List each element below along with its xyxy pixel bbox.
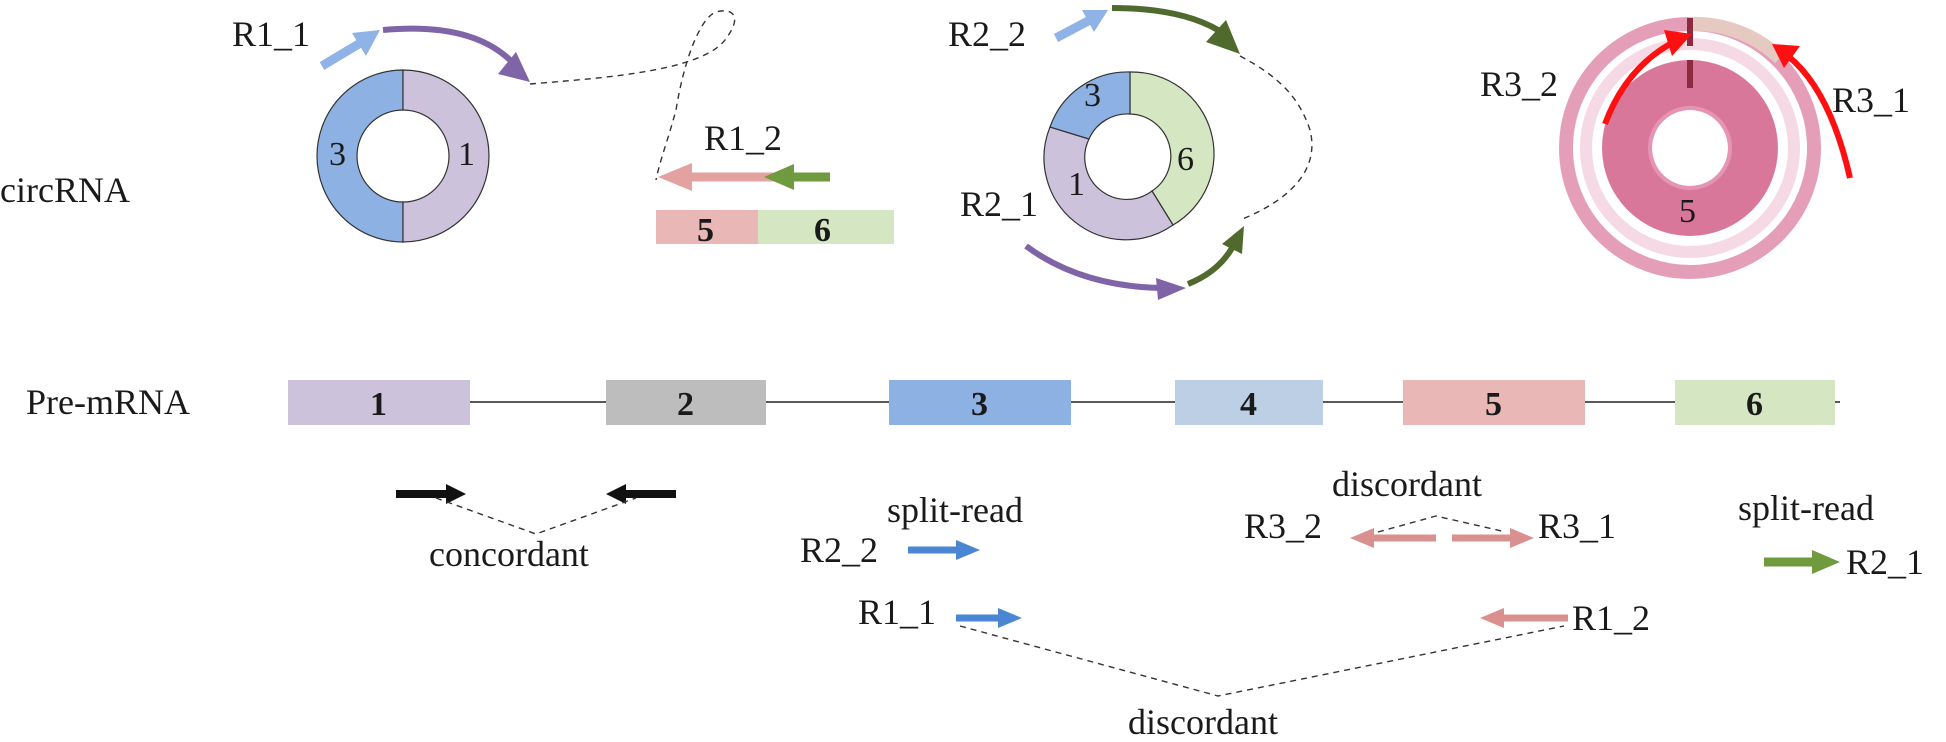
circ1-read-b-pink-head [658,163,692,191]
r2-1-arrowhead [1812,550,1840,574]
circ3-read-a-label: R3_2 [1480,64,1558,104]
exon-2-box [606,380,766,425]
circ2-green-arc-bottom [1186,246,1235,287]
circrna-label: circRNA [0,170,130,210]
circ3-read-b-label: R3_1 [1832,80,1910,120]
circ1-segment-1 [402,69,490,243]
circ2-green-arrowhead-top [1206,20,1240,54]
circ2-dashed-loop [1239,55,1313,221]
circ2-purple-arrowhead-bottom [1156,278,1186,300]
r1-1-label: R1_1 [858,592,936,632]
concordant-group: concordant [396,484,676,574]
discordant-bottom-group: R1_1 R1_2 discordant [858,592,1650,742]
circ2-read-a-arrow [1053,16,1093,42]
circ3-seg-label-5: 5 [1679,193,1696,230]
discordant-bottom-connector [959,625,1565,697]
circ3-red-arc-left [1602,41,1672,126]
circ1-linear-label-5: 5 [697,212,714,249]
circ2-seg-label-1: 1 [1068,166,1085,203]
split-read-right-label: split-read [1738,488,1874,528]
circ1-linear-label-6: 6 [814,212,831,249]
r3-1-arrowhead [1510,528,1534,548]
exon-3-box [889,380,1071,425]
circ3-top-arc-light [1689,16,1785,64]
exon-3-label: 3 [971,386,988,423]
circ2-read-a-arrowhead [1082,10,1108,32]
r3-2-arrowhead [1350,528,1374,548]
circ3-group: 5 R3_2 R3_1 [1480,16,1910,279]
circ1-read-b-green-head [764,164,794,190]
circ1-purple-arc [382,25,513,63]
circ2-read-b-label: R2_1 [960,184,1038,224]
premrna-exons: 1 2 3 4 5 6 [288,380,1835,425]
split-read-left-label: split-read [887,490,1023,530]
circ1-seg-label-1: 1 [458,136,475,173]
circ2-green-arc-top [1111,5,1220,33]
circ2-group: 3 6 1 R2_2 R2_1 [948,5,1313,300]
exon-5-label: 5 [1485,386,1502,423]
circ2-segment-3 [1049,71,1131,140]
exon-4-box [1175,380,1323,425]
circ1-purple-arrowhead [498,52,530,82]
discordant-top-connector [1377,515,1507,533]
split-read-right-group: split-read R2_1 [1738,488,1924,582]
circ1-group: 3 1 R1_1 R1_2 5 6 [232,10,894,249]
circ1-segment-3 [316,69,404,243]
circ3-inner-halo [1648,106,1732,190]
circ2-read-a-label: R2_2 [948,14,1026,54]
concordant-left-arrowhead [446,484,466,504]
circ1-read-b-label: R1_2 [704,118,782,158]
circ1-read-a-arrowhead [352,30,380,56]
exon-6-label: 6 [1746,386,1763,423]
circ1-seg-label-3: 3 [329,136,346,173]
circ1-linear-seg-6 [758,210,894,244]
exon-2-label: 2 [677,386,694,423]
r3-2-label: R3_2 [1244,506,1322,546]
concordant-label: concordant [429,534,589,574]
circ1-dashed-loop [529,10,736,181]
circ2-seg-label-6: 6 [1177,141,1194,178]
r2-1-label: R2_1 [1846,542,1924,582]
circ3-inner-hole [1652,110,1728,186]
concordant-connector [435,497,637,535]
r2-2-arrowhead [956,540,980,560]
exon-6-box [1675,380,1835,425]
split-read-left-group: split-read R2_2 [800,490,1023,570]
r1-1-arrowhead [998,608,1022,628]
exon-1-label: 1 [370,386,387,423]
circ2-purple-arc-bottom [1024,243,1161,291]
discordant-top-label: discordant [1332,464,1482,504]
circ2-segment-6 [1129,71,1215,226]
exon-4-label: 4 [1240,386,1257,423]
r3-1-label: R3_1 [1538,506,1616,546]
circ2-green-arrowhead-bottom [1222,226,1244,254]
circ1-linear-seg-5 [656,210,758,244]
exon-1-box [288,380,470,425]
discordant-bottom-label: discordant [1128,702,1278,742]
r1-2-label: R1_2 [1572,598,1650,638]
concordant-right-arrowhead [606,484,626,504]
discordant-top-group: discordant R3_2 R3_1 [1244,464,1616,548]
circ3-red-arrowhead-right [1772,44,1800,68]
premrna-label: Pre-mRNA [26,382,190,422]
circ1-read-a-arrow [319,38,365,70]
exon-5-box [1403,380,1585,425]
circ1-read-a-label: R1_1 [232,14,310,54]
circ3-red-arc-right [1786,53,1853,179]
circ2-seg-label-3: 3 [1084,77,1101,114]
r1-2-arrowhead [1480,608,1504,628]
circ3-red-arrowhead-left [1664,30,1692,56]
circ2-segment-1 [1043,126,1174,241]
r2-2-label: R2_2 [800,530,878,570]
